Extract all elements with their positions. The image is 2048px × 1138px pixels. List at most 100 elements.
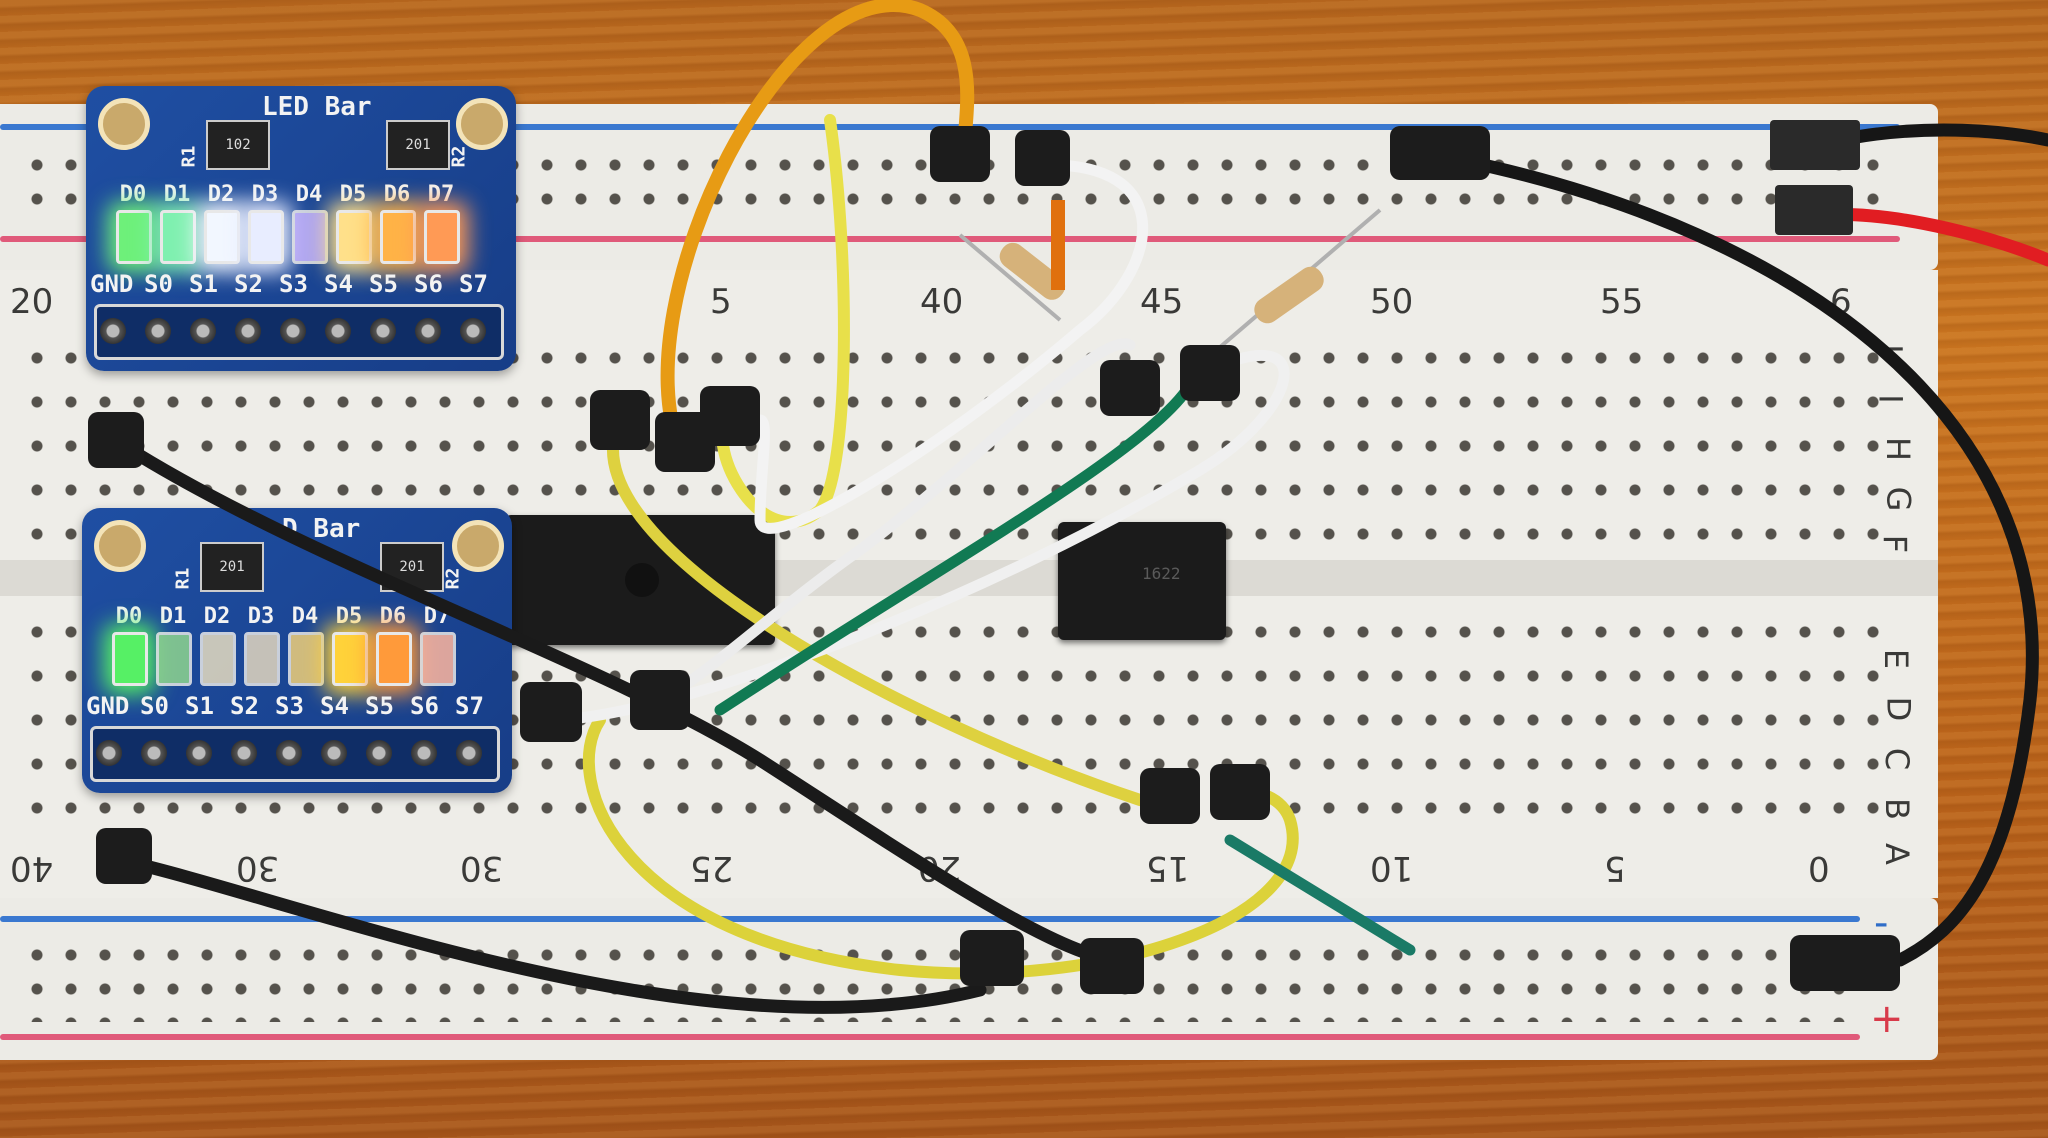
led-label: D3 [251,182,279,207]
wire-yellow [582,714,1299,980]
pin-label: S3 [275,692,304,720]
connector-housing [1775,185,1853,235]
wire-plug [630,670,690,730]
wire-plug [520,682,582,742]
column-number: 40 [920,282,964,322]
wire-green [1224,834,1416,956]
module-title: LED Bar [262,92,372,122]
header-pin [460,318,486,344]
wire-red [1813,207,2048,267]
mount-hole [98,98,150,150]
led-label: D7 [427,182,455,207]
led [156,632,192,686]
wire-white [554,349,1290,726]
led-label: D4 [295,182,323,207]
pin-label: S0 [140,692,169,720]
header-pin [186,740,212,766]
rail-red-line [0,236,1900,242]
header-pin [280,318,306,344]
led [376,632,412,686]
led-label: D0 [119,182,147,207]
column-number: 45 [1140,282,1184,322]
resistor-array-chip: 201 [386,120,450,170]
rail-minus-label: - [1874,900,1889,946]
wire-plug [1180,345,1240,401]
led-label: D6 [383,182,411,207]
mount-hole [456,98,508,150]
pin-label: S2 [230,692,259,720]
rail-blue-line-bottom [0,916,1860,922]
pin-label: S4 [320,692,349,720]
header-pin [145,318,171,344]
wire-plug [1790,935,1900,991]
led-label: D3 [247,604,275,629]
wire-plug [590,390,650,450]
header-pin [235,318,261,344]
wire-plug [1015,130,1070,186]
mount-hole [452,520,504,572]
wire-plug [88,412,144,468]
led [292,210,328,264]
wire-plug [700,386,760,446]
pin-label: S0 [144,270,173,298]
header-pin [231,740,257,766]
wire-white [754,159,1149,534]
led-label: D1 [163,182,191,207]
wire-black [1453,153,2039,967]
pin-label: S5 [369,270,398,298]
resistor [1254,266,1324,324]
wire-plug [930,126,990,182]
pin-label: S7 [459,270,488,298]
rail-holes-bottom [20,938,1860,1022]
led-label: D1 [159,604,187,629]
column-number: 55 [1600,282,1644,322]
header-pin [96,740,122,766]
dip-ic-small: 1622 [1058,522,1226,640]
wire-plug [960,930,1024,986]
header-pin [366,740,392,766]
wire-plug [1390,126,1490,180]
header-pin [456,740,482,766]
connector-housing [1770,120,1860,170]
led [336,210,372,264]
wire-yellow [607,414,1186,807]
header-pin [370,318,396,344]
led [288,632,324,686]
pin-label: S6 [410,692,439,720]
led-label: D2 [207,182,235,207]
wire-black [113,853,987,1014]
rail-plus-label: + [1870,996,1904,1042]
wire-orange [660,0,975,457]
pin-label: S5 [365,692,394,720]
resistor-lead [958,233,1062,322]
header-pin [141,740,167,766]
header-pin [321,740,347,766]
header-pin [276,740,302,766]
led-label: D6 [379,604,407,629]
dip-ic-large [505,515,775,645]
pin-label: S2 [234,270,263,298]
led-label: D4 [291,604,319,629]
led [200,632,236,686]
led [116,210,152,264]
pin-label: GND [86,692,130,720]
led [420,632,456,686]
resistor-array-chip: 201 [200,542,264,592]
pin-label: S4 [324,270,353,298]
pin-label: GND [90,270,134,298]
led [204,210,240,264]
pin-label: S1 [185,692,214,720]
led [160,210,196,264]
wire-yellow [716,114,850,528]
pin-label: S3 [279,270,308,298]
resistor [999,242,1066,300]
wire-plug [1080,938,1144,994]
led-label: D5 [335,604,363,629]
mount-hole [94,520,146,572]
rail-red-line-bottom [0,1034,1860,1040]
led [248,210,284,264]
pin-label: S6 [414,270,443,298]
